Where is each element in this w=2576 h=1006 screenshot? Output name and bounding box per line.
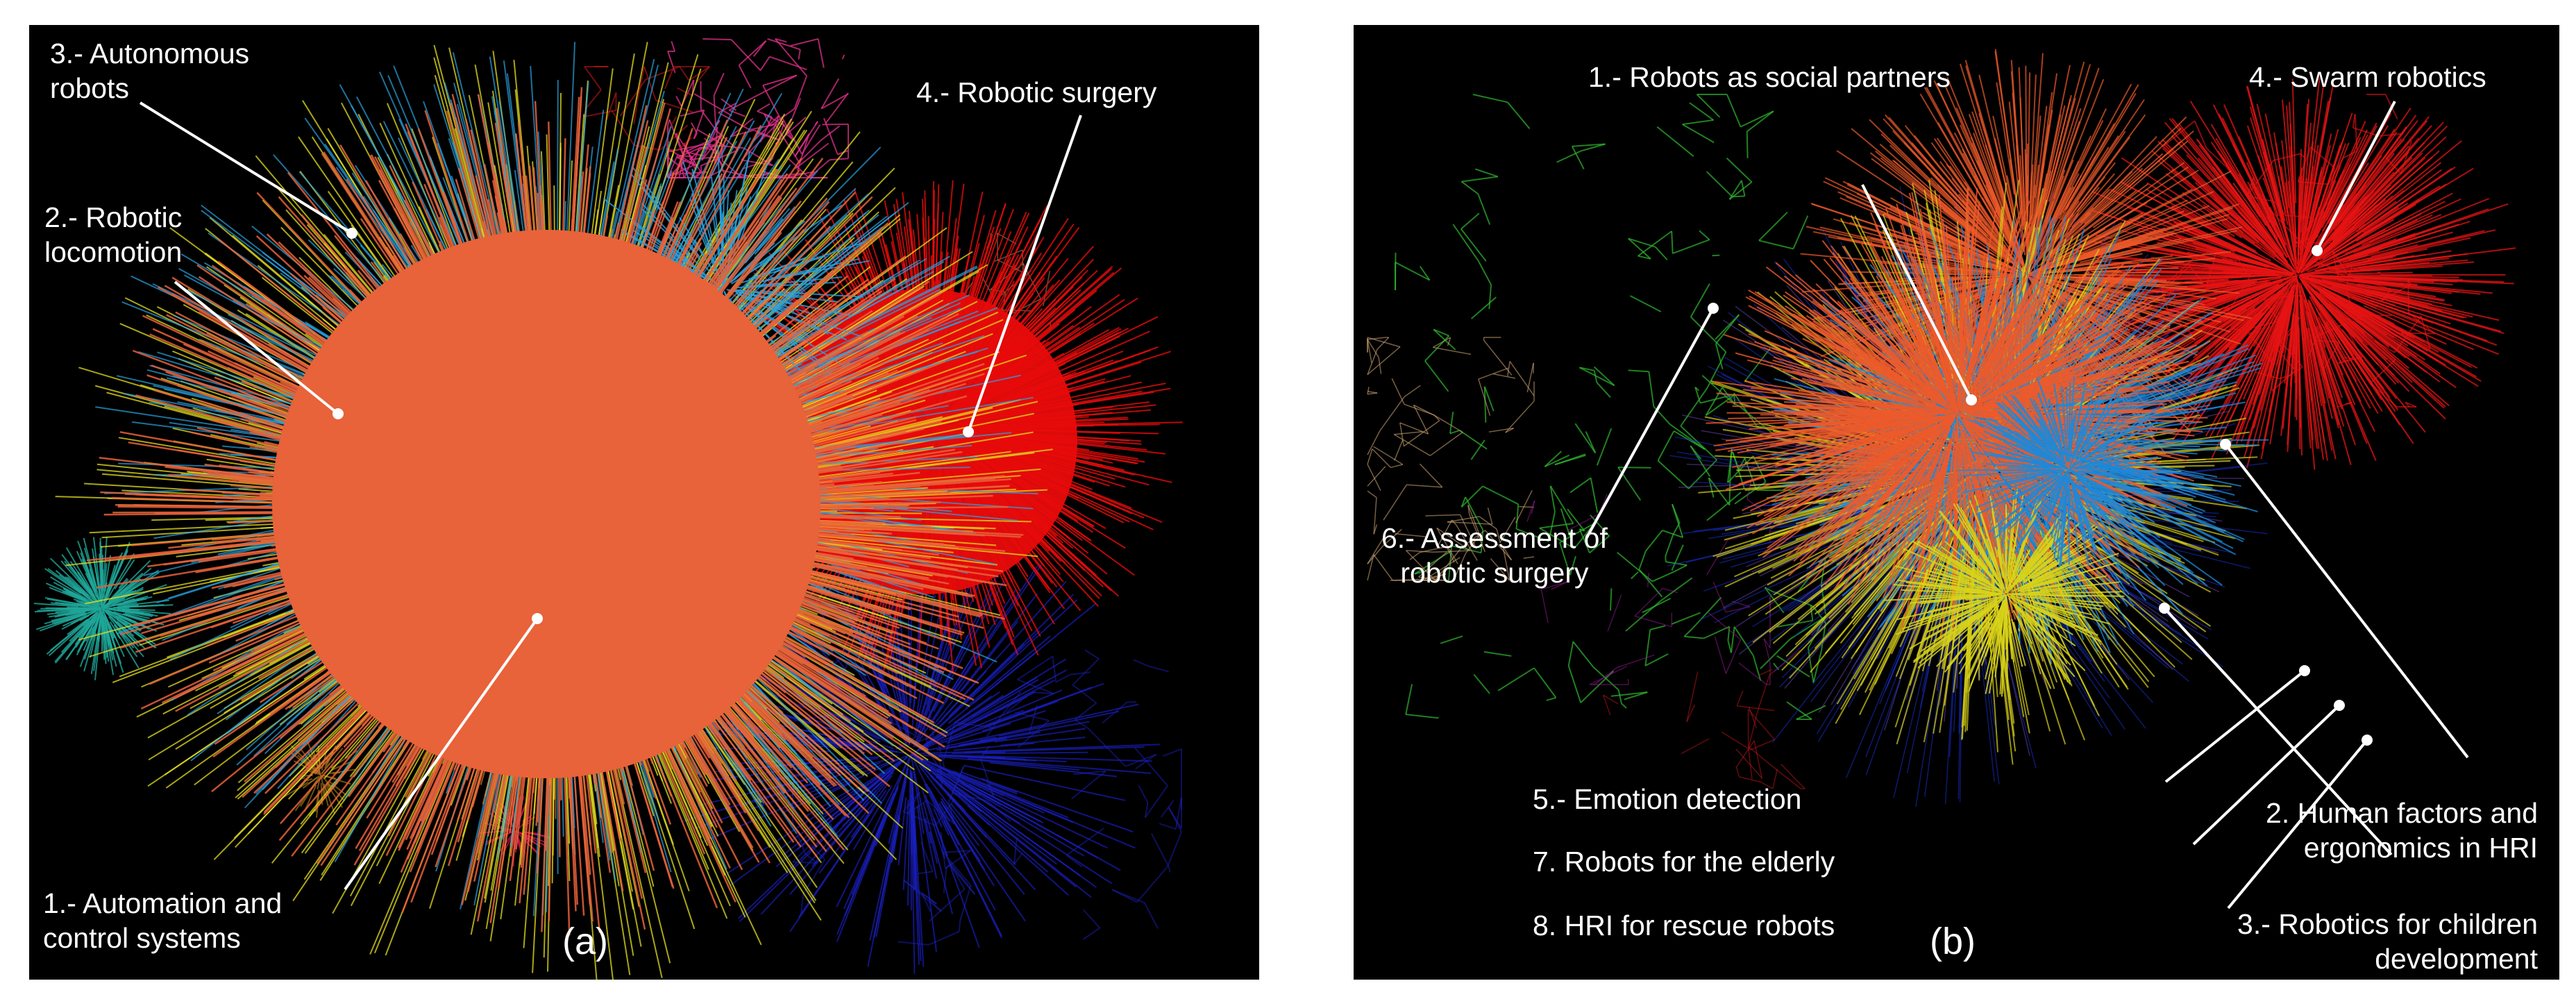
network-panel-a: 3.- Autonomous robots 2.- Robotic locomo…	[29, 25, 1259, 980]
network-main-clusters-b	[1667, 49, 2269, 807]
cluster-label-emotion-detection: 5.- Emotion detection	[1533, 783, 1802, 815]
cluster-label-children: 3.- Robotics for children development	[2237, 908, 2538, 975]
network-cluster-automation-control	[86, 87, 1024, 936]
leader-lines-b	[1585, 101, 2469, 909]
cluster-label-automation-control: 1.- Automation and control systems	[43, 887, 283, 954]
cluster-label-autonomous-robots: 3.- Autonomous robots	[50, 37, 250, 104]
cluster-label-elderly: 7. Robots for the elderly	[1533, 846, 1835, 878]
network-graph-a	[33, 38, 1183, 980]
network-panel-b: 1.- Robots as social partners 4.- Swarm …	[1354, 25, 2559, 980]
leader-lines-a	[139, 101, 1082, 891]
cluster-label-swarm-robotics: 4.- Swarm robotics	[2249, 61, 2486, 93]
cluster-label-human-factors: 2. Human factors and ergonomics in HRI	[2266, 797, 2538, 864]
cluster-label-robotic-locomotion: 2.- Robotic locomotion	[44, 201, 183, 268]
cluster-label-rescue: 8. HRI for rescue robots	[1533, 909, 1835, 941]
panel-label-b: (b)	[1930, 921, 1976, 962]
cluster-label-robotic-surgery: 4.- Robotic surgery	[916, 76, 1157, 108]
panel-label-a: (a)	[562, 921, 608, 962]
cluster-label-assessment-surgery: 6.- Assessment of robotic surgery	[1381, 522, 1608, 589]
network-graph-b	[1367, 49, 2516, 909]
cluster-label-social-partners: 1.- Robots as social partners	[1588, 61, 1951, 93]
